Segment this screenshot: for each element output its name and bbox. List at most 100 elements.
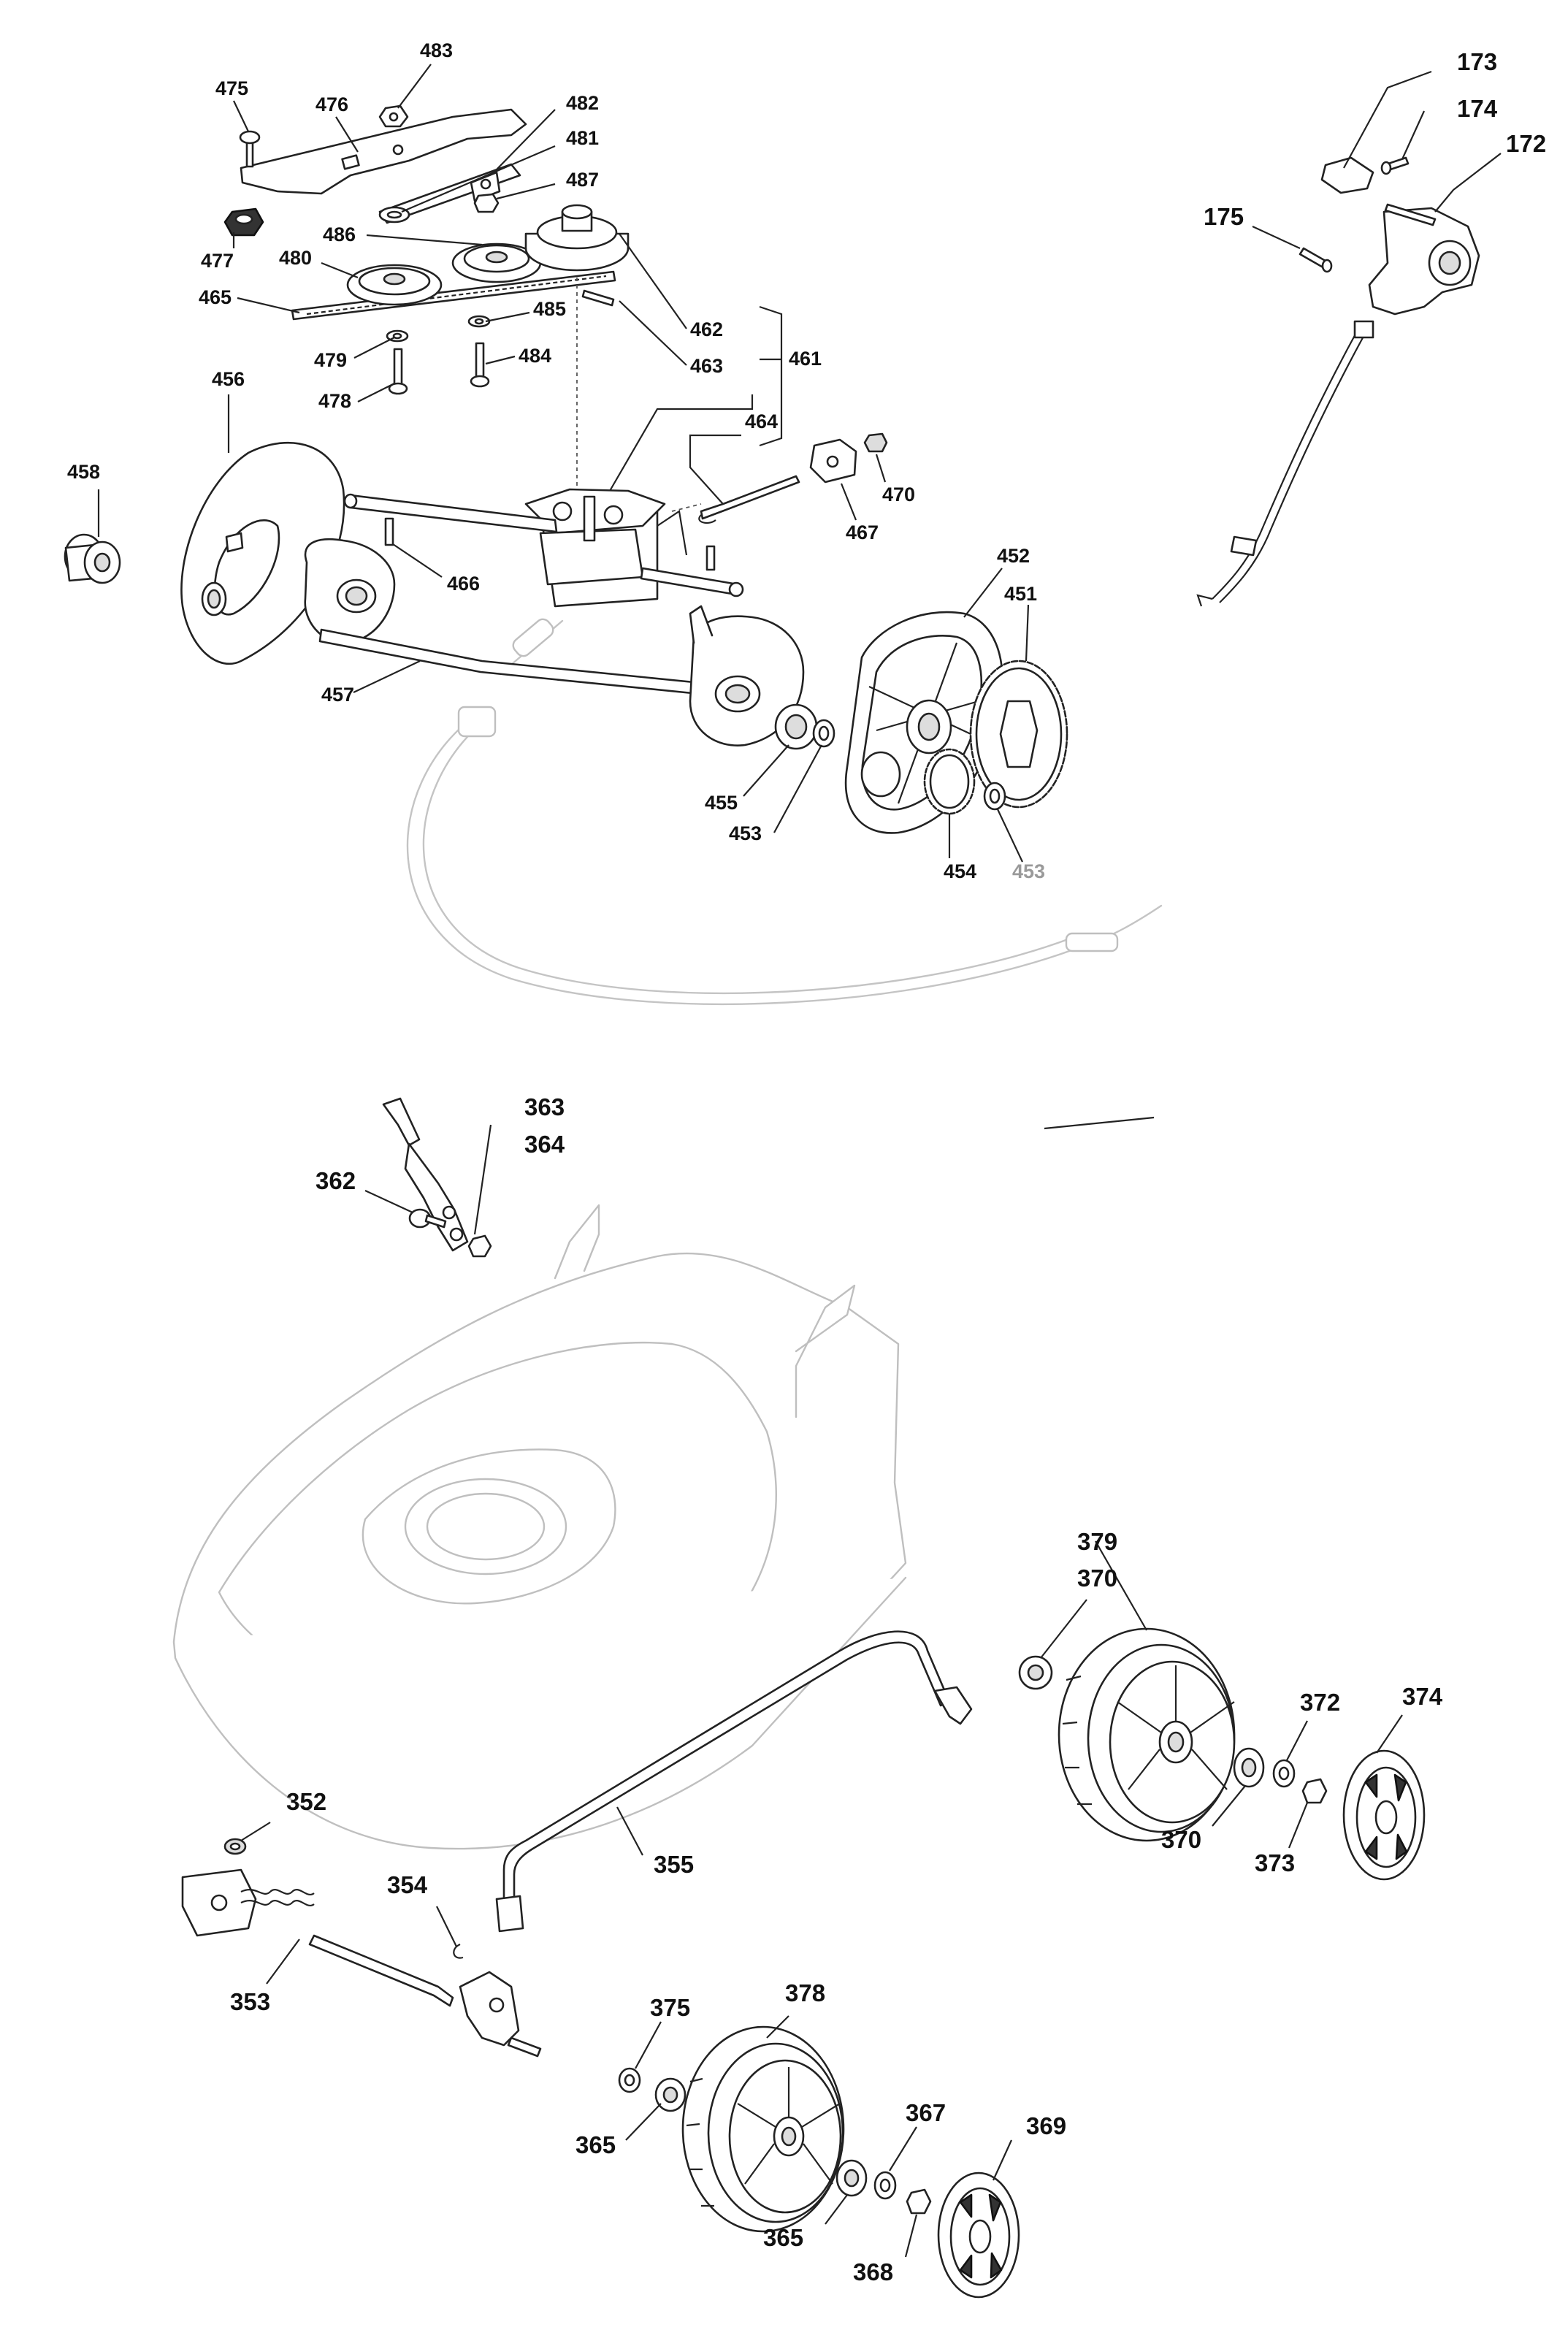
rear-axle-355 <box>495 1630 973 1933</box>
label-175: 175 <box>1204 203 1244 230</box>
side-plate-left <box>304 538 396 644</box>
washer-367 <box>873 2171 897 2200</box>
label-480: 480 <box>279 247 312 269</box>
label-475: 475 <box>215 77 248 99</box>
label-483: 483 <box>420 39 453 61</box>
drive-cable-ghost <box>406 618 1163 1006</box>
label-369: 369 <box>1026 2112 1066 2139</box>
bolt-475 <box>239 130 261 168</box>
washer-453-right <box>983 782 1006 811</box>
label-451: 451 <box>1004 583 1037 605</box>
label-367: 367 <box>906 2099 946 2126</box>
label-370a: 370 <box>1077 1565 1117 1592</box>
label-477: 477 <box>201 250 234 272</box>
label-462: 462 <box>690 318 723 340</box>
hubcap-374 <box>1342 1749 1426 1881</box>
pinion-454 <box>923 748 976 815</box>
gearbox-assembly <box>524 278 702 608</box>
label-353: 353 <box>230 1988 270 2015</box>
clip-352 <box>223 1838 247 1855</box>
label-487: 487 <box>566 169 599 191</box>
label-355: 355 <box>654 1851 694 1878</box>
label-174: 174 <box>1457 95 1498 122</box>
wheel-378 <box>681 2025 845 2233</box>
label-478: 478 <box>318 390 351 412</box>
lever-172 <box>1196 203 1480 607</box>
screw-174 <box>1380 156 1410 175</box>
gear-451 <box>969 660 1068 809</box>
washer-372 <box>1272 1759 1296 1788</box>
bearing-458 <box>64 533 121 584</box>
washer-375 <box>618 2067 641 2093</box>
label-374: 374 <box>1402 1683 1443 1710</box>
label-484: 484 <box>519 345 551 367</box>
bar-457 <box>318 628 703 695</box>
label-454: 454 <box>944 860 976 882</box>
pin-466 <box>384 517 394 546</box>
cover-173 <box>1320 156 1374 194</box>
label-452: 452 <box>997 545 1030 567</box>
label-173: 173 <box>1457 48 1497 75</box>
cover-disc-456 <box>180 441 345 665</box>
label-370b: 370 <box>1161 1826 1201 1853</box>
bearing-365-b <box>835 2159 868 2197</box>
label-373: 373 <box>1255 1849 1295 1876</box>
label-458: 458 <box>67 461 100 483</box>
pulley-480 <box>346 264 443 306</box>
bearing-365-a <box>654 2077 687 2112</box>
label-365b: 365 <box>763 2224 803 2251</box>
washer-481 <box>378 206 410 224</box>
label-375: 375 <box>650 1994 690 2021</box>
label-465: 465 <box>199 286 232 308</box>
nut-487 <box>473 193 500 213</box>
drive-belt-465 <box>291 270 616 321</box>
bearing-370-b <box>1233 1747 1265 1788</box>
label-362: 362 <box>315 1167 356 1194</box>
nut-368 <box>906 2188 932 2215</box>
clip-467 <box>809 438 857 484</box>
label-363: 363 <box>524 1093 565 1120</box>
gearbox-pulley <box>524 204 630 272</box>
clip-354 <box>453 1943 464 1959</box>
label-453b: 453 <box>1012 860 1045 882</box>
bolt-478 <box>388 348 408 395</box>
label-364: 364 <box>524 1131 565 1158</box>
label-470: 470 <box>882 484 915 505</box>
motor-bracket-476 <box>240 108 527 195</box>
nut-470 <box>863 432 888 453</box>
label-486: 486 <box>323 224 356 245</box>
rod-464 <box>698 475 800 524</box>
label-172: 172 <box>1506 130 1546 157</box>
label-463: 463 <box>690 355 723 377</box>
label-481: 481 <box>566 127 599 149</box>
nut-364 <box>467 1234 492 1258</box>
label-456: 456 <box>212 368 245 390</box>
label-372: 372 <box>1300 1689 1340 1716</box>
label-354: 354 <box>387 1871 428 1898</box>
label-476: 476 <box>315 93 348 115</box>
pin-right <box>705 545 716 571</box>
label-365a: 365 <box>575 2131 616 2158</box>
bearing-455 <box>774 703 818 750</box>
label-485: 485 <box>533 298 566 320</box>
bolt-484 <box>470 342 490 388</box>
washer-453-left <box>812 719 835 748</box>
nut-477 <box>223 207 264 237</box>
nut-483 <box>378 104 409 128</box>
hubcap-369 <box>937 2172 1020 2299</box>
nut-373 <box>1301 1778 1328 1804</box>
wheel-379 <box>1058 1627 1236 1842</box>
adjuster-353 <box>181 1868 542 2058</box>
label-453a: 453 <box>729 822 762 844</box>
label-466: 466 <box>447 573 480 595</box>
label-352: 352 <box>286 1788 326 1815</box>
side-plate-right <box>689 605 805 746</box>
leader-lines <box>97 64 1502 2258</box>
mower-deck-ghost <box>172 1204 907 1850</box>
bearing-370-a <box>1018 1655 1053 1690</box>
lever-363 <box>382 1097 469 1252</box>
label-464: 464 <box>745 410 778 432</box>
label-457: 457 <box>321 684 354 706</box>
label-461: 461 <box>789 348 822 370</box>
